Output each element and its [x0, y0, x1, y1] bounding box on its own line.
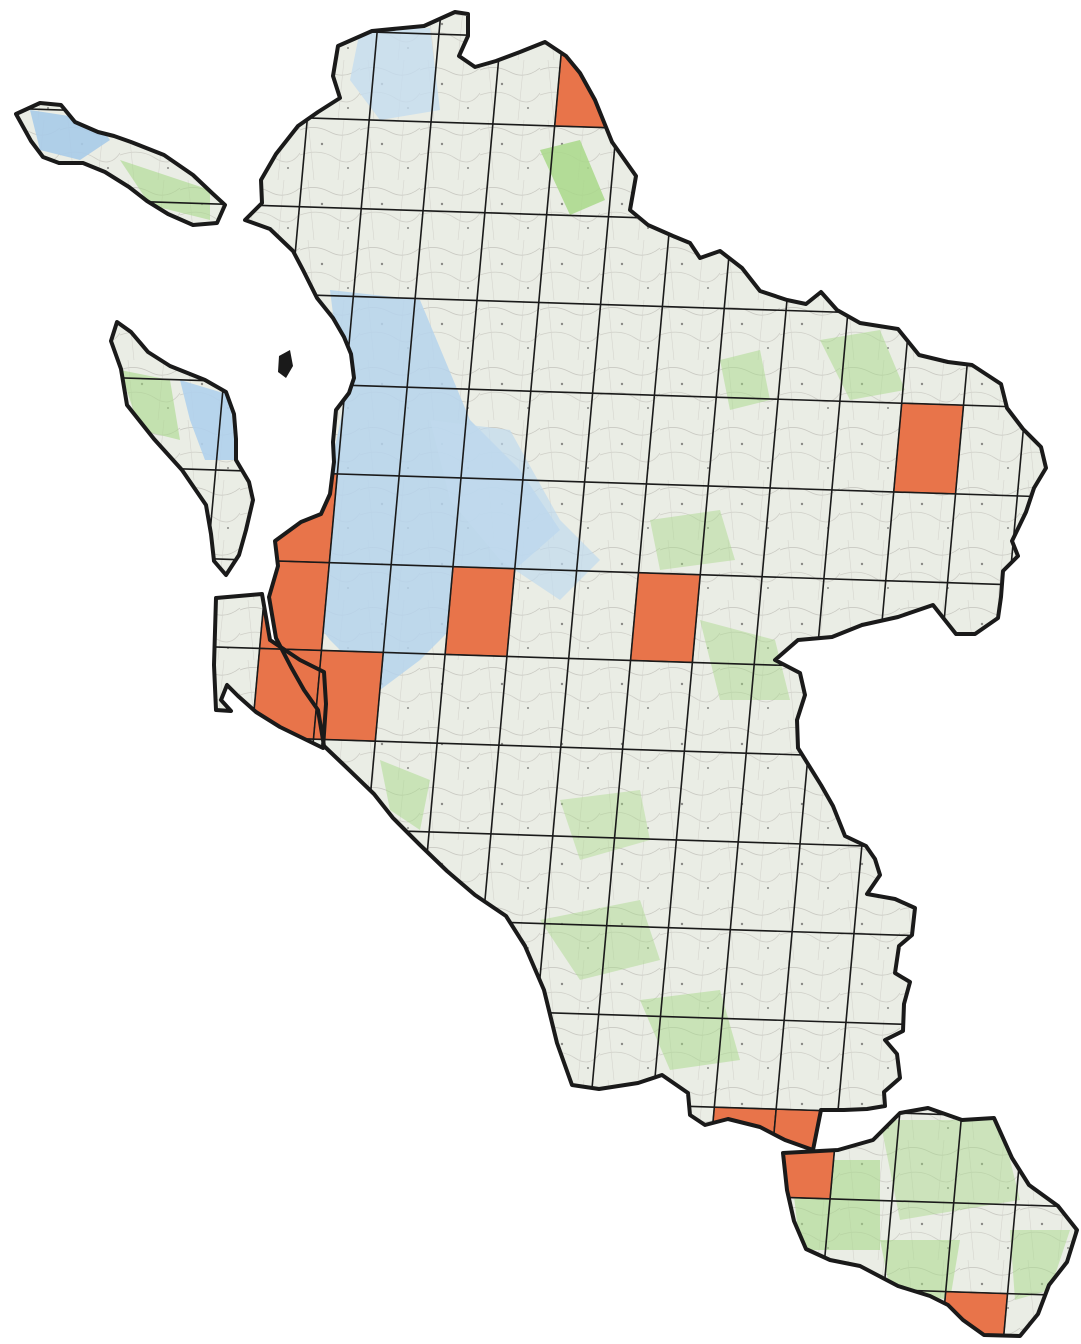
veg-patch [940, 960, 980, 1040]
veg-patch [640, 990, 740, 1070]
veg-patch [1010, 1230, 1070, 1300]
water-marsh-west [290, 290, 560, 690]
outline-layer [14, 10, 1079, 1338]
veg-patch [650, 510, 735, 570]
veg-patch [560, 790, 650, 860]
highlighted-tile[interactable] [893, 402, 965, 495]
veg-patch [380, 760, 430, 830]
grid-line-horizontal [16, 994, 1077, 1031]
highlighted-tile[interactable] [767, 1108, 839, 1200]
veg-patch [540, 900, 660, 980]
veg-patch [120, 160, 210, 220]
highlighted-tile[interactable] [629, 572, 701, 664]
grid-line-horizontal [16, 373, 1077, 410]
grid-line-vertical [1002, 12, 1077, 1336]
grid-line-vertical [1064, 12, 1077, 1336]
grid-line-horizontal [16, 1083, 1077, 1120]
water-estuary-north [350, 28, 440, 120]
veg-patch [700, 620, 790, 700]
veg-patch [880, 1120, 1020, 1220]
water-layer [30, 28, 600, 690]
highlighted-tile[interactable] [554, 37, 626, 129]
veg-patch [720, 350, 770, 410]
highlighted-tile[interactable] [444, 566, 516, 658]
veg-patch [540, 140, 605, 215]
islet [278, 350, 293, 378]
veg-patch [120, 370, 180, 440]
water-channel-central [430, 420, 600, 600]
